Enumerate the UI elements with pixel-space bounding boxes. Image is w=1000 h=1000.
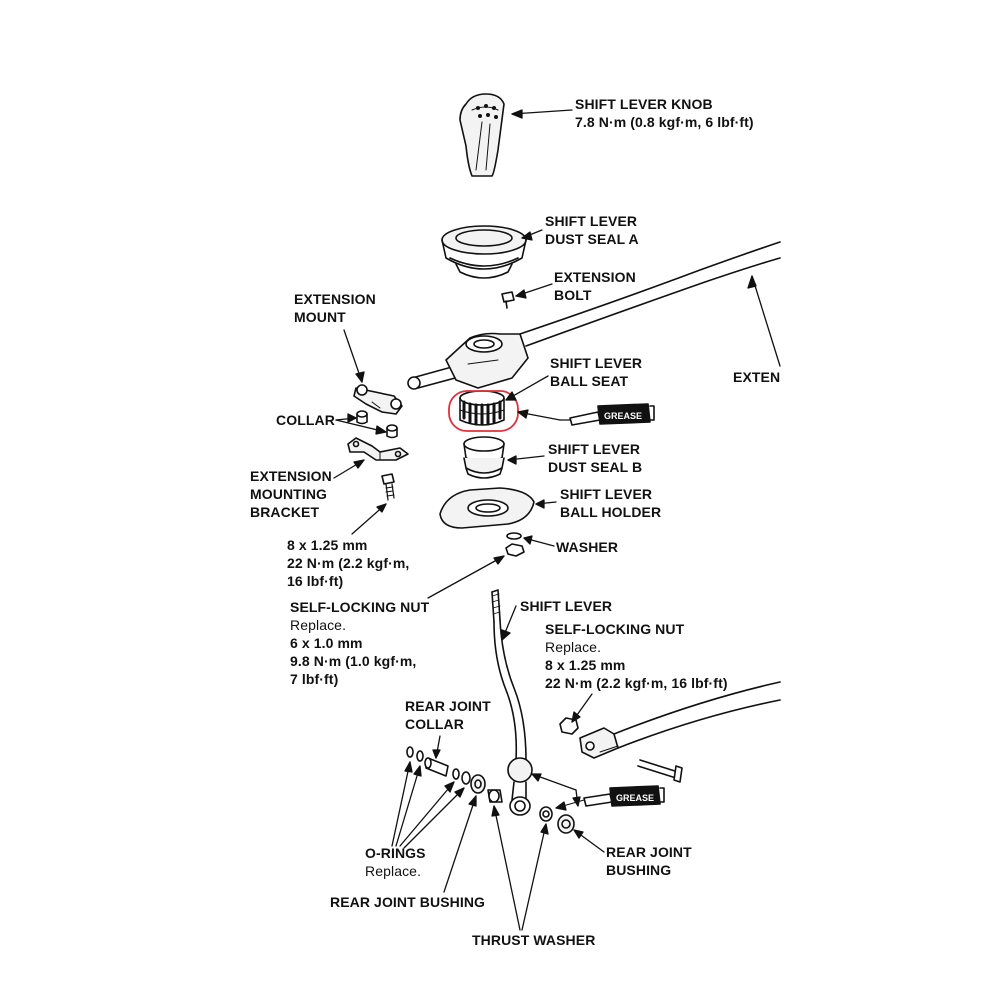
- label-extension-mounting-bracket: EXTENSION MOUNTING BRACKET: [250, 467, 332, 521]
- shift-lever-knob-part: [459, 93, 505, 177]
- grease-tube-2-label: GREASE: [616, 793, 654, 803]
- label-collar: COLLAR: [276, 412, 335, 428]
- label-dust-seal-b: SHIFT LEVER DUST SEAL B: [548, 440, 642, 476]
- label-thrust-washer: THRUST WASHER: [472, 932, 596, 948]
- label-self-locking-nut-right-line1: 8 x 1.25 mm: [545, 657, 626, 673]
- label-bracket-bolt-spec-line3: 16 lbf·ft): [287, 573, 344, 589]
- bracket-bolt-part: [381, 473, 395, 501]
- extension-part: [407, 241, 781, 390]
- washer-part: [505, 532, 525, 557]
- label-dust-seal-a: SHIFT LEVER DUST SEAL A: [545, 212, 639, 248]
- label-dust-seal-a-line1: SHIFT LEVER: [545, 213, 638, 229]
- label-ball-seat-line1: SHIFT LEVER: [550, 355, 643, 371]
- label-rear-joint-bushing-right: REAR JOINT BUSHING: [606, 843, 692, 879]
- label-bracket-line3: BRACKET: [250, 504, 320, 520]
- label-bracket-line2: MOUNTING: [250, 486, 328, 502]
- rear-joint-rod-part: [559, 681, 781, 783]
- label-extension: EXTEN: [733, 369, 781, 385]
- label-self-locking-nut-left-note: Replace.: [290, 617, 347, 633]
- extension-mounting-bracket-part: [347, 437, 409, 461]
- grease-tube-1: [559, 403, 655, 426]
- label-o-rings: O-RINGS Replace.: [365, 844, 426, 880]
- label-rear-joint-bushing-right-line2: BUSHING: [606, 862, 672, 878]
- label-shift-lever: SHIFT LEVER: [520, 598, 613, 614]
- label-washer: WASHER: [556, 539, 619, 555]
- label-bracket-bolt-spec: 8 x 1.25 mm 22 N·m (2.2 kgf·m, 16 lbf·ft…: [287, 536, 409, 590]
- label-self-locking-nut-left-line3: 7 lbf·ft): [290, 671, 339, 687]
- label-self-locking-nut-right-name: SELF-LOCKING NUT: [545, 621, 685, 637]
- ball-seat-part: [459, 390, 505, 426]
- label-extension-mount-line1: EXTENSION: [294, 291, 376, 307]
- shift-lever-part: [491, 589, 533, 816]
- label-extension-mount-line2: MOUNT: [294, 309, 346, 325]
- label-self-locking-nut-left: SELF-LOCKING NUT Replace. 6 x 1.0 mm 9.8…: [290, 598, 429, 688]
- label-rear-joint-bushing-right-line1: REAR JOINT: [606, 844, 692, 860]
- label-dust-seal-b-line2: DUST SEAL B: [548, 459, 643, 475]
- label-self-locking-nut-left-name: SELF-LOCKING NUT: [290, 599, 430, 615]
- label-self-locking-nut-left-line1: 6 x 1.0 mm: [290, 635, 363, 651]
- label-dust-seal-a-line2: DUST SEAL A: [545, 231, 639, 247]
- label-shift-lever-knob-name: SHIFT LEVER KNOB: [575, 96, 713, 112]
- dust-seal-a-part: [441, 225, 527, 279]
- collar-parts: [356, 410, 398, 439]
- label-self-locking-nut-right-note: Replace.: [545, 639, 602, 655]
- label-ball-holder-line1: SHIFT LEVER: [560, 486, 653, 502]
- label-rear-joint-collar: REAR JOINT COLLAR: [405, 697, 491, 733]
- label-extension-bolt-line2: BOLT: [554, 287, 592, 303]
- label-extension-bolt-line1: EXTENSION: [554, 269, 636, 285]
- label-dust-seal-b-line1: SHIFT LEVER: [548, 441, 641, 457]
- label-o-rings-name: O-RINGS: [365, 845, 426, 861]
- dust-seal-b-part: [463, 436, 505, 479]
- ball-seat-highlight: [448, 390, 519, 432]
- label-extension-bolt: EXTENSION BOLT: [554, 268, 636, 304]
- label-bracket-bolt-spec-line2: 22 N·m (2.2 kgf·m,: [287, 555, 410, 571]
- label-extension-mount: EXTENSION MOUNT: [294, 290, 376, 326]
- label-ball-holder: SHIFT LEVER BALL HOLDER: [560, 485, 661, 521]
- extension-mount-part: [353, 384, 403, 415]
- label-rear-joint-collar-line1: REAR JOINT: [405, 698, 491, 714]
- label-ball-seat-line2: BALL SEAT: [550, 373, 629, 389]
- label-self-locking-nut-right: SELF-LOCKING NUT Replace. 8 x 1.25 mm 22…: [545, 620, 728, 692]
- label-shift-lever-knob: SHIFT LEVER KNOB 7.8 N·m (0.8 kgf·m, 6 l…: [575, 95, 754, 131]
- label-ball-seat: SHIFT LEVER BALL SEAT: [550, 354, 642, 390]
- label-self-locking-nut-left-line2: 9.8 N·m (1.0 kgf·m,: [290, 653, 417, 669]
- ball-holder-part: [439, 487, 535, 529]
- grease-tube-2: [583, 785, 665, 807]
- label-rear-joint-bushing-left: REAR JOINT BUSHING: [330, 894, 486, 910]
- label-shift-lever-knob-spec: 7.8 N·m (0.8 kgf·m, 6 lbf·ft): [575, 114, 754, 130]
- rear-joint-right-parts: [539, 806, 575, 834]
- label-o-rings-note: Replace.: [365, 863, 422, 879]
- leader-lines: [333, 109, 781, 931]
- label-self-locking-nut-right-line2: 22 N·m (2.2 kgf·m, 16 lbf·ft): [545, 675, 728, 691]
- label-bracket-line1: EXTENSION: [250, 468, 332, 484]
- grease-tube-1-label: GREASE: [604, 411, 642, 421]
- extension-bolt-part: [501, 291, 515, 309]
- label-bracket-bolt-spec-line1: 8 x 1.25 mm: [287, 537, 368, 553]
- rear-joint-left-parts: [406, 746, 503, 803]
- label-ball-holder-line2: BALL HOLDER: [560, 504, 662, 520]
- label-rear-joint-collar-line2: COLLAR: [405, 716, 464, 732]
